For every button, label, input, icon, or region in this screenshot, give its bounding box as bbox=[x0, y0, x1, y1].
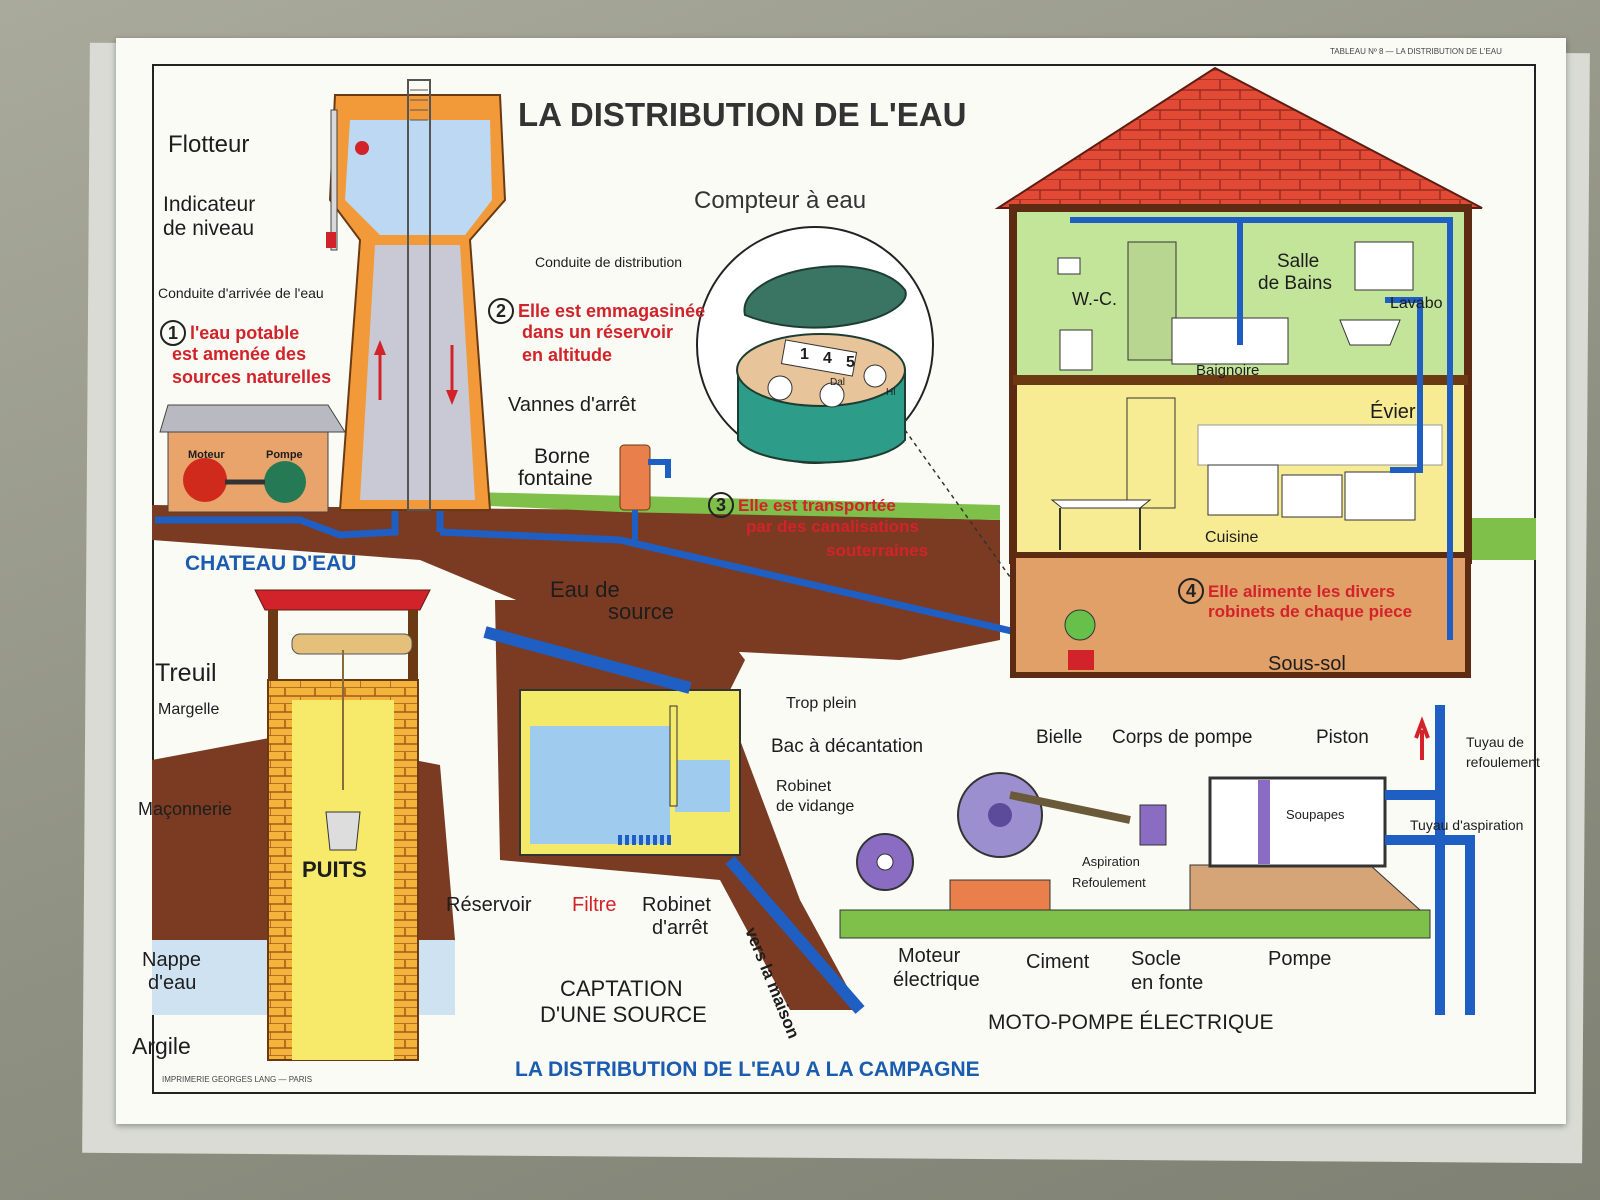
poster-title: LA DISTRIBUTION DE L'EAU bbox=[518, 96, 967, 133]
label-conduite-distribution: Conduite de distribution bbox=[535, 254, 683, 270]
caption-captation-1: CAPTATION bbox=[560, 976, 683, 1001]
meter-dal: Dal bbox=[830, 377, 846, 388]
label-robinet-arret-1: Robinet bbox=[642, 894, 711, 916]
step-1-text-1: l'eau potable bbox=[190, 323, 300, 343]
label-puits: PUITS bbox=[302, 857, 367, 882]
label-conduite-arrivee: Conduite d'arrivée de l'eau bbox=[158, 285, 324, 301]
label-flotteur: Flotteur bbox=[168, 131, 250, 158]
step-2-line-3: en altitude bbox=[522, 345, 613, 365]
label-tuyau-refoulement-2: refoulement bbox=[1466, 754, 1540, 770]
label-sous-sol: Sous-sol bbox=[1268, 653, 1346, 675]
label-borne-1: Borne bbox=[534, 445, 591, 468]
label-pompe: Pompe bbox=[1268, 948, 1332, 970]
printer-note: IMPRIMERIE GEORGES LANG — PARIS bbox=[162, 1075, 313, 1084]
label-socle-1: Socle bbox=[1131, 948, 1182, 970]
meter-digit-1: 1 bbox=[800, 346, 809, 363]
label-robinet-arret-2: d'arrêt bbox=[652, 917, 709, 939]
label-bielle: Bielle bbox=[1036, 727, 1083, 748]
meter-hl: Hl bbox=[886, 387, 896, 398]
label-reservoir: Réservoir bbox=[446, 894, 532, 916]
step-1-number: 1 bbox=[160, 320, 186, 346]
label-bac: Bac à décantation bbox=[771, 736, 924, 757]
label-ciment: Ciment bbox=[1026, 951, 1090, 973]
label-piston: Piston bbox=[1316, 727, 1369, 748]
label-nappe-1: Nappe bbox=[142, 949, 201, 971]
label-socle-2: en fonte bbox=[1131, 972, 1204, 994]
label-pompe-small: Pompe bbox=[266, 449, 303, 461]
label-tuyau-refoulement-1: Tuyau de bbox=[1466, 734, 1524, 750]
step-2-text-1: Elle est emmagasinée bbox=[518, 301, 706, 321]
label-aspiration: Aspiration bbox=[1082, 854, 1140, 869]
step-1-line-2: est amenée des bbox=[172, 344, 307, 364]
step-3-line-2: par des canalisations bbox=[746, 517, 919, 536]
step-4-line-2: robinets de chaque piece bbox=[1208, 602, 1413, 621]
label-moteur-electrique-2: électrique bbox=[893, 969, 980, 991]
caption-moto-pompe: MOTO-POMPE ÉLECTRIQUE bbox=[988, 1011, 1274, 1034]
label-borne-2: fontaine bbox=[518, 467, 593, 490]
caption-captation-2: D'UNE SOURCE bbox=[540, 1002, 707, 1027]
label-moteur-small: Moteur bbox=[188, 449, 225, 461]
label-vannes: Vannes d'arrêt bbox=[508, 394, 636, 416]
step-4-text-1: Elle alimente les divers bbox=[1208, 582, 1396, 601]
label-treuil: Treuil bbox=[155, 659, 217, 687]
label-compteur: Compteur à eau bbox=[694, 187, 867, 214]
step-3-number: 3 bbox=[708, 492, 734, 518]
label-indicateur-2: de niveau bbox=[163, 217, 255, 240]
label-salle-2: de Bains bbox=[1258, 273, 1332, 294]
label-wc: W.-C. bbox=[1072, 289, 1117, 309]
caption-chateau-deau: CHATEAU D'EAU bbox=[185, 552, 357, 575]
label-tuyau-aspiration: Tuyau d'aspiration bbox=[1410, 817, 1524, 833]
label-evier: Évier bbox=[1370, 401, 1416, 423]
step-3-line-3: souterraines bbox=[826, 541, 929, 560]
step-4-number: 4 bbox=[1178, 578, 1204, 604]
label-lavabo: Lavabo bbox=[1390, 295, 1443, 312]
label-cuisine: Cuisine bbox=[1205, 529, 1259, 546]
label-baignoire: Baignoire bbox=[1196, 362, 1260, 379]
label-refoulement: Refoulement bbox=[1072, 875, 1146, 890]
label-nappe-2: d'eau bbox=[148, 972, 197, 994]
meter-digit-2: 4 bbox=[823, 350, 832, 367]
step-2-line-2: dans un réservoir bbox=[522, 322, 674, 342]
label-argile: Argile bbox=[132, 1033, 191, 1059]
label-eau-source-1: Eau de bbox=[550, 577, 620, 602]
label-margelle: Margelle bbox=[158, 701, 220, 718]
label-filtre: Filtre bbox=[572, 894, 617, 916]
step-2-number: 2 bbox=[488, 298, 514, 324]
header-note: TABLEAU Nº 8 — LA DISTRIBUTION DE L'EAU bbox=[1330, 47, 1502, 56]
label-eau-source-2: source bbox=[608, 599, 675, 624]
poster-frame bbox=[152, 64, 1536, 1094]
label-maconnerie: Maçonnerie bbox=[138, 799, 233, 819]
meter-digit-3: 5 bbox=[846, 354, 855, 371]
label-salle-1: Salle bbox=[1277, 251, 1320, 272]
caption-bottom: LA DISTRIBUTION DE L'EAU A LA CAMPAGNE bbox=[515, 1058, 980, 1081]
step-1-line-3: sources naturelles bbox=[172, 367, 332, 387]
step-3-text-1: Elle est transportée bbox=[738, 496, 896, 515]
label-indicateur-1: Indicateur bbox=[163, 193, 256, 216]
label-corps-pompe: Corps de pompe bbox=[1112, 727, 1253, 748]
label-trop-plein: Trop plein bbox=[786, 695, 857, 712]
label-moteur-electrique-1: Moteur bbox=[898, 945, 961, 967]
label-soupapes: Soupapes bbox=[1286, 807, 1345, 822]
label-robinet-vidange-2: de vidange bbox=[776, 798, 855, 815]
label-robinet-vidange-1: Robinet bbox=[776, 778, 832, 795]
